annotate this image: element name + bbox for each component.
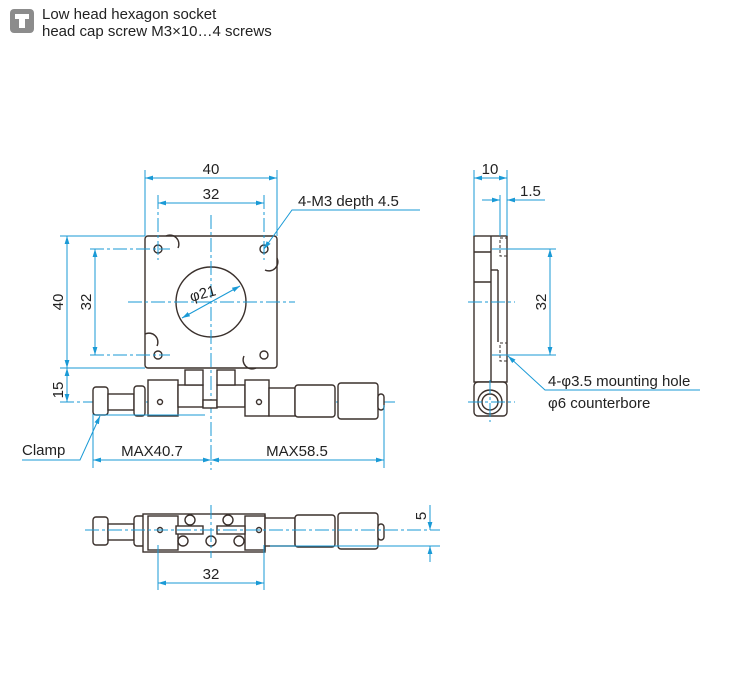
side-view: 10 1.5 32 4-φ3.5 mounting hole φ6 counte… [468,161,700,422]
dim-max-left: MAX40.7 [121,443,183,460]
dim-offset-15: 15 [50,382,67,399]
dim-step-1-5: 1.5 [520,183,541,200]
dim-thickness-10: 10 [482,161,499,178]
mounting-hole-label: 4-φ3.5 mounting hole [548,373,690,390]
dim-offset-5: 5 [413,512,430,520]
micrometer-thimble [337,382,379,420]
clamp-label: Clamp [22,442,65,459]
dim-width-40: 40 [203,161,220,178]
dim-pitch-32: 32 [533,294,550,311]
clamp-knob [92,386,109,416]
screw-icon [10,9,34,33]
dim-height-32: 32 [78,294,95,311]
dim-width-32: 32 [203,186,220,203]
bottom-view: 5 32 [85,505,440,590]
screw-note: Low head hexagon socket head cap screw M… [10,6,272,40]
tap-hole-label: 4-M3 depth 4.5 [298,193,399,210]
dim-bottom-pitch-32: 32 [203,566,220,583]
dim-bore: φ21 [188,282,218,305]
micrometer-barrel [294,384,336,418]
top-view: 40 32 40 32 15 φ21 4-M3 depth 4.5 Clamp … [22,161,420,470]
note-line-2: head cap screw M3×10…4 screws [42,23,272,40]
micrometer-assembly [92,369,385,420]
dim-height-40: 40 [50,294,67,311]
dim-max-right: MAX58.5 [266,443,328,460]
note-line-1: Low head hexagon socket [42,6,217,23]
counterbore-label: φ6 counterbore [548,395,650,412]
